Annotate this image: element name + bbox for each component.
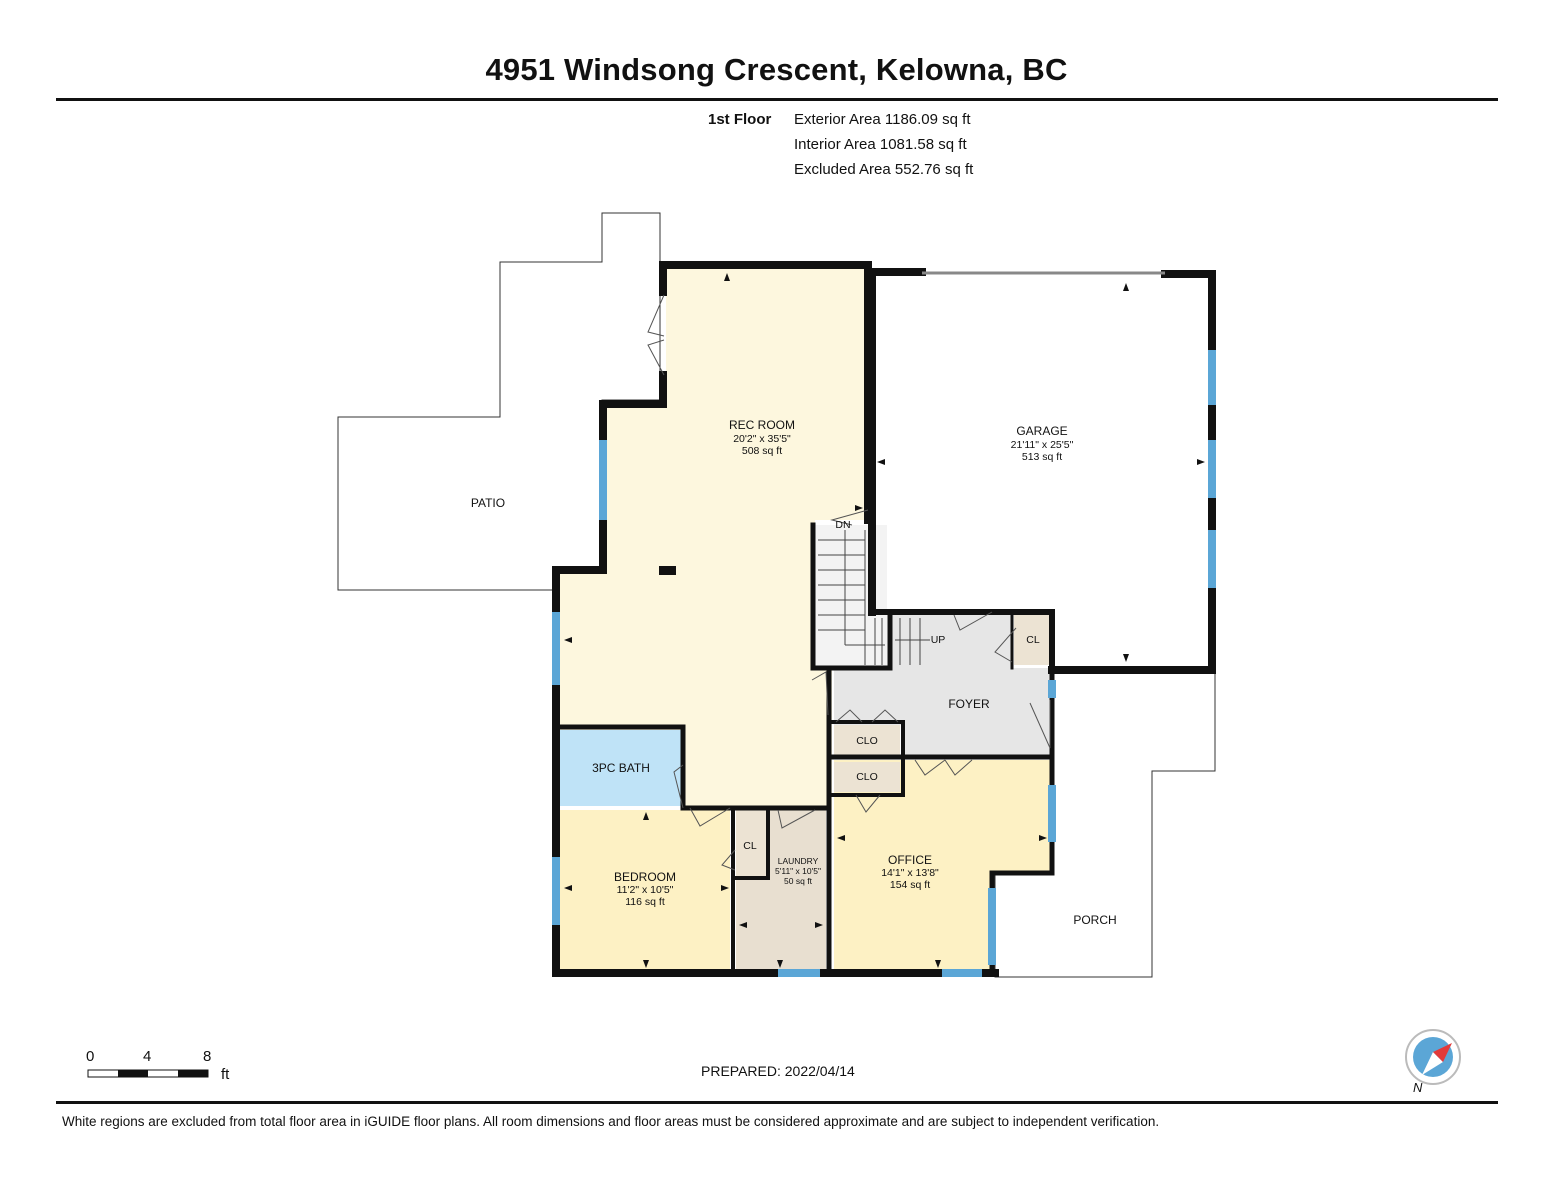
bedroom-area-text: 116 sq ft: [625, 896, 665, 908]
porch-name: PORCH: [1073, 913, 1116, 927]
garage-name: GARAGE: [1016, 424, 1067, 438]
stair-area: [815, 525, 887, 668]
closet-bedroom-name: CL: [743, 840, 757, 852]
plan-title: 4951 Windsong Crescent, Kelowna, BC: [485, 52, 1068, 87]
exterior-area: Exterior Area 1186.09 sq ft: [794, 111, 971, 128]
closet-garage-area: [1014, 612, 1050, 665]
rec-room-area: 508 sq ft: [742, 445, 782, 457]
stair-down-label: DN: [835, 519, 850, 531]
scale-tick-8: 8: [203, 1048, 212, 1065]
office-area-text: 154 sq ft: [890, 879, 930, 891]
bedroom-name: BEDROOM: [614, 870, 676, 884]
stair-up-label: UP: [931, 634, 946, 646]
compass-icon: N: [1405, 1029, 1461, 1095]
garage-dims: 21'11" x 25'5": [1011, 439, 1074, 451]
dimension-arrows: [564, 273, 1205, 968]
compass-north-label: N: [1413, 1080, 1423, 1095]
clo-upper-name: CLO: [856, 735, 878, 747]
office-dims: 14'1" x 13'8": [881, 867, 939, 879]
scale-bar: [87, 1069, 209, 1078]
clo-lower-area: [834, 762, 900, 792]
patio-name: PATIO: [471, 496, 505, 510]
scale-tick-4: 4: [143, 1048, 152, 1065]
interior-area: Interior Area 1081.58 sq ft: [794, 136, 967, 153]
excluded-area: Excluded Area 552.76 sq ft: [794, 161, 974, 178]
clo-upper-area: [834, 725, 900, 755]
stair-treads: [818, 530, 930, 665]
bedroom-area: [560, 810, 730, 970]
closet-bedroom-area: [736, 810, 766, 876]
foyer-name: FOYER: [948, 697, 990, 711]
garage-area-text: 513 sq ft: [1022, 451, 1062, 463]
clo-lower-name: CLO: [856, 771, 878, 783]
disclaimer: White regions are excluded from total fl…: [62, 1114, 1160, 1129]
bath-name: 3PC BATH: [592, 761, 650, 775]
door-swings: [647, 294, 1051, 871]
bedroom-dims: 11'2" x 10'5": [617, 884, 674, 896]
office-name: OFFICE: [888, 853, 932, 867]
office-area: [834, 760, 1050, 970]
laundry-area-text: 50 sq ft: [784, 876, 813, 886]
laundry-dims: 5'11" x 10'5": [775, 866, 821, 876]
garage-area: [873, 277, 1209, 667]
scale-tick-0: 0: [86, 1048, 95, 1065]
closet-garage-name: CL: [1026, 634, 1040, 646]
walls: [552, 261, 1216, 977]
scale-unit: ft: [221, 1066, 230, 1083]
footer-rule: [56, 1101, 1498, 1104]
windows: [552, 350, 1216, 977]
prepared-date: PREPARED: 2022/04/14: [701, 1063, 855, 1079]
header-rule: [56, 98, 1498, 101]
floor-name: 1st Floor: [708, 111, 772, 128]
laundry-name: LAUNDRY: [778, 856, 819, 866]
bath-area: [560, 730, 681, 806]
rec-room-name: REC ROOM: [729, 418, 795, 432]
column: [659, 566, 676, 575]
rec-room-dims: 20'2" x 35'5": [733, 433, 791, 445]
